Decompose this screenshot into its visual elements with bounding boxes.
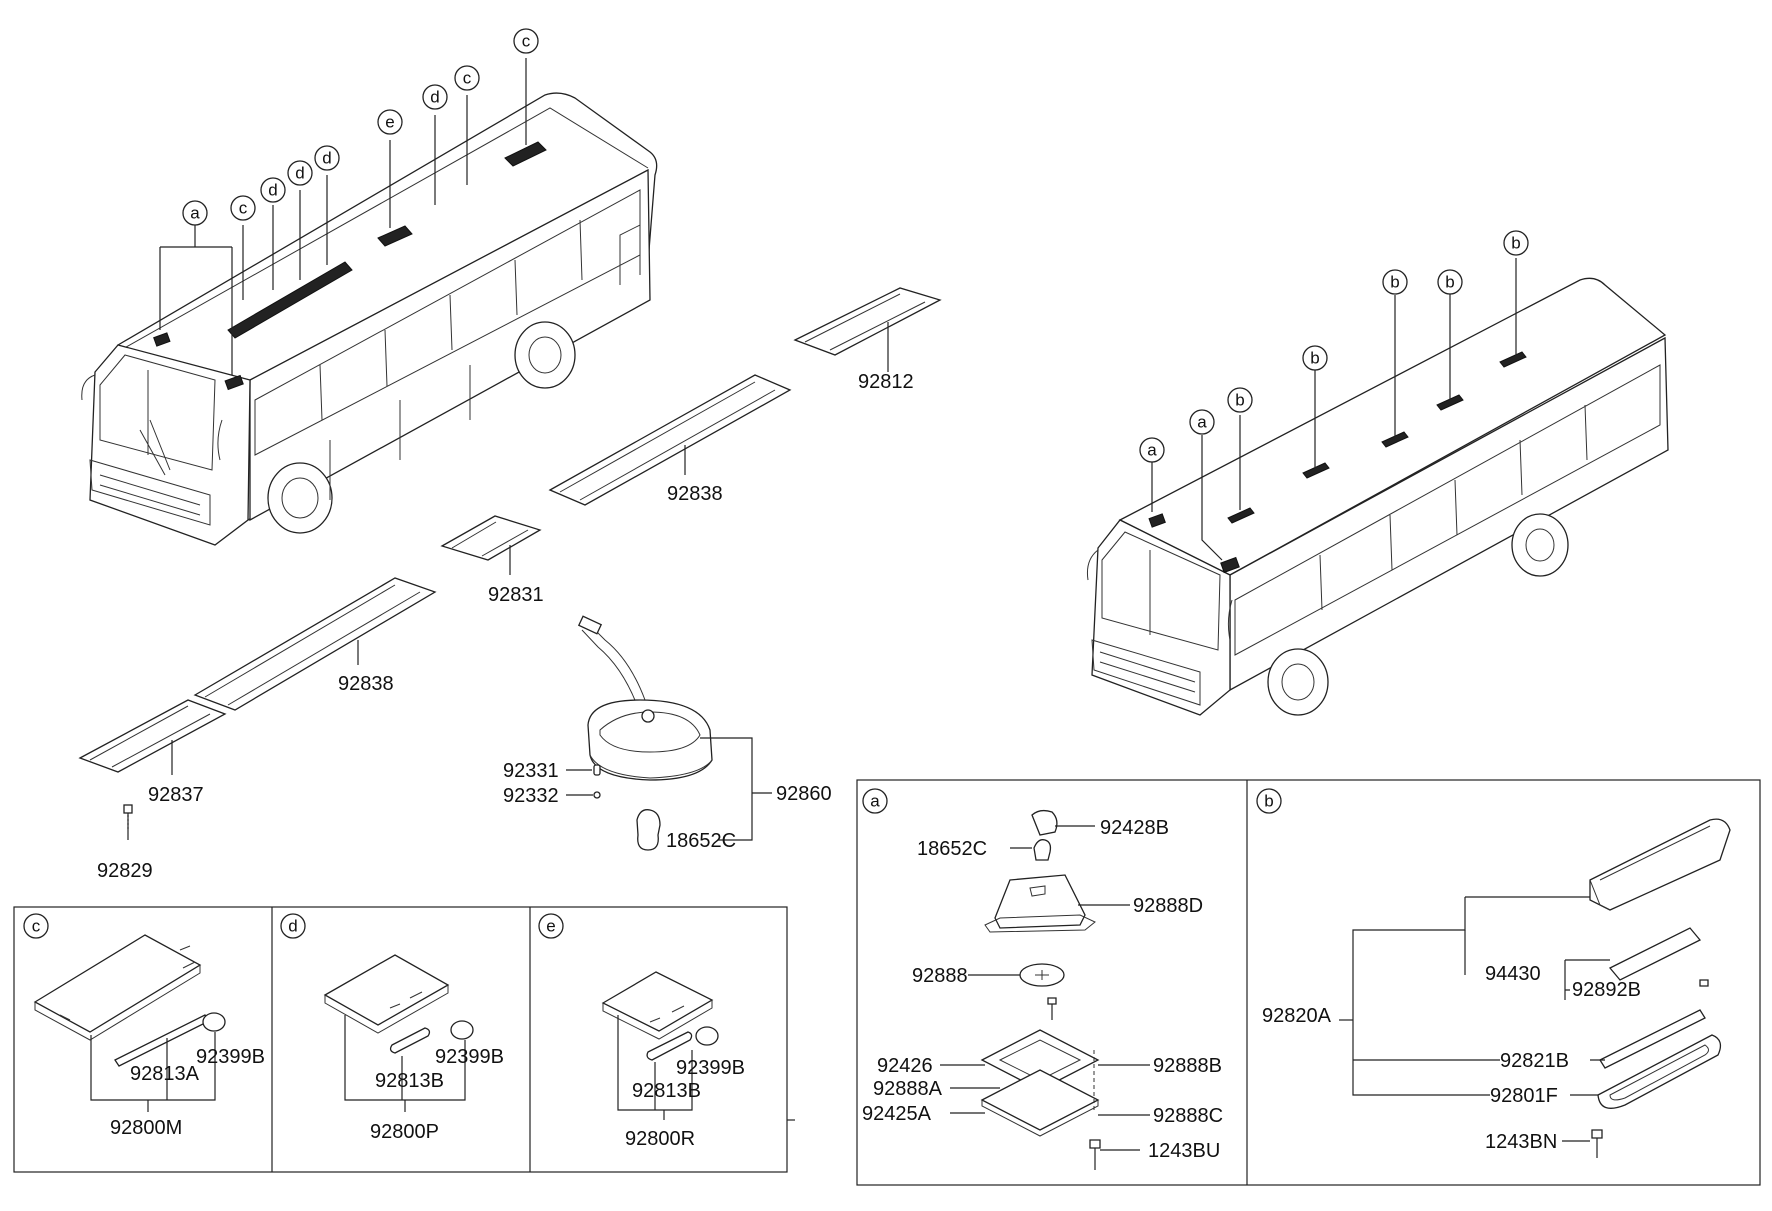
label-e-92399b: 92399B	[676, 1057, 745, 1079]
label-a-1243bu: 1243BU	[1148, 1140, 1220, 1162]
svg-text:c: c	[32, 917, 41, 936]
label-b-92801f: 92801F	[1490, 1085, 1558, 1107]
label-e-92800r: 92800R	[625, 1128, 695, 1150]
svg-text:d: d	[288, 917, 297, 936]
label-92838-upper: 92838	[667, 483, 723, 505]
callout-d-left-3: d	[314, 145, 340, 171]
callout-b-right-4: b	[1437, 269, 1463, 295]
label-b-94430: 94430	[1485, 963, 1541, 985]
screw-92829: 92829	[97, 804, 153, 882]
callout-c-left-1: c	[230, 195, 256, 221]
callout-b-right-3: b	[1382, 269, 1408, 295]
svg-text:d: d	[322, 149, 331, 168]
label-d-92399b: 92399B	[435, 1046, 504, 1068]
detail-box-ab: a 92428B 18652C 92888D 92888 92426 92888…	[856, 779, 1761, 1186]
label-a-92888a: 92888A	[873, 1078, 943, 1100]
svg-text:b: b	[1310, 349, 1319, 368]
panel-92831: 92831	[440, 515, 544, 606]
panel-92837: 92837	[78, 699, 227, 806]
label-92829: 92829	[97, 860, 153, 882]
dome-lamp-92860: 92860 92331 92332 18652C	[503, 615, 832, 852]
callout-a-right-1: a	[1139, 437, 1165, 463]
label-a-92888c: 92888C	[1153, 1105, 1223, 1127]
label-a-92888: 92888	[912, 965, 968, 987]
svg-text:d: d	[268, 181, 277, 200]
label-b-92821b: 92821B	[1500, 1050, 1569, 1072]
callout-c-left-2: c	[454, 65, 480, 91]
callout-b-right-1: b	[1227, 387, 1253, 413]
svg-text:b: b	[1511, 234, 1520, 253]
callout-b-right-5: b	[1503, 230, 1529, 256]
svg-text:c: c	[239, 199, 248, 218]
detail-box-cde: c 92813A 92399B 92800M d 92813B 92399B 9…	[13, 906, 795, 1173]
label-92838-lower: 92838	[338, 673, 394, 695]
svg-text:e: e	[385, 113, 394, 132]
callout-d-box: d	[280, 913, 306, 939]
label-18652c-lamp: 18652C	[666, 830, 736, 852]
label-c-92800m: 92800M	[110, 1117, 182, 1139]
svg-text:a: a	[870, 792, 880, 811]
bus-right-callouts: a a b b b b b	[1139, 230, 1529, 561]
bus-left-callouts: a c d d d e d c c	[159, 28, 539, 375]
svg-text:a: a	[190, 204, 200, 223]
callout-b-right-2: b	[1302, 345, 1328, 371]
bus-right	[1087, 277, 1669, 716]
label-a-92888b: 92888B	[1153, 1055, 1222, 1077]
label-b-92820a: 92820A	[1262, 1005, 1332, 1027]
callout-e-left: e	[377, 109, 403, 135]
label-92332: 92332	[503, 785, 559, 807]
svg-text:a: a	[1197, 413, 1207, 432]
callout-b-box: b	[1256, 788, 1282, 814]
callout-e-box: e	[538, 913, 564, 939]
label-92331: 92331	[503, 760, 559, 782]
callout-d-left-2: d	[287, 160, 313, 186]
svg-text:d: d	[430, 88, 439, 107]
label-b-1243bn: 1243BN	[1485, 1131, 1557, 1153]
label-d-92800p: 92800P	[370, 1121, 439, 1143]
label-a-92426: 92426	[877, 1055, 933, 1077]
label-92860: 92860	[776, 783, 832, 805]
svg-text:a: a	[1147, 441, 1157, 460]
svg-text:c: c	[522, 32, 531, 51]
label-c-92399b: 92399B	[196, 1046, 265, 1068]
bus-left	[81, 92, 658, 546]
callout-a-box: a	[862, 788, 888, 814]
label-b-92892b: 92892B	[1572, 979, 1641, 1001]
label-a-92428b: 92428B	[1100, 817, 1169, 839]
callout-c-left-3: c	[513, 28, 539, 54]
label-a-92888d: 92888D	[1133, 895, 1203, 917]
svg-text:d: d	[295, 164, 304, 183]
label-92812: 92812	[858, 371, 914, 393]
svg-text:b: b	[1390, 273, 1399, 292]
callout-d-left-1: d	[260, 177, 286, 203]
panel-92812: 92812	[793, 287, 942, 393]
svg-text:b: b	[1235, 391, 1244, 410]
callout-d-left-4: d	[422, 84, 448, 110]
callout-a-right-2: a	[1189, 409, 1215, 435]
label-e-92813b: 92813B	[632, 1080, 701, 1102]
label-c-92813a: 92813A	[130, 1063, 200, 1085]
panel-92838-upper: 92838	[548, 374, 792, 506]
callout-c-box: c	[23, 913, 49, 939]
panel-92838-lower: 92838	[193, 577, 437, 711]
label-d-92813b: 92813B	[375, 1070, 444, 1092]
label-92831: 92831	[488, 584, 544, 606]
label-a-92425a: 92425A	[862, 1103, 932, 1125]
label-92837: 92837	[148, 784, 204, 806]
svg-text:b: b	[1445, 273, 1454, 292]
svg-text:e: e	[546, 917, 555, 936]
label-a-18652c: 18652C	[917, 838, 987, 860]
callout-a-left: a	[182, 200, 208, 226]
svg-text:c: c	[463, 69, 472, 88]
svg-text:b: b	[1264, 792, 1273, 811]
